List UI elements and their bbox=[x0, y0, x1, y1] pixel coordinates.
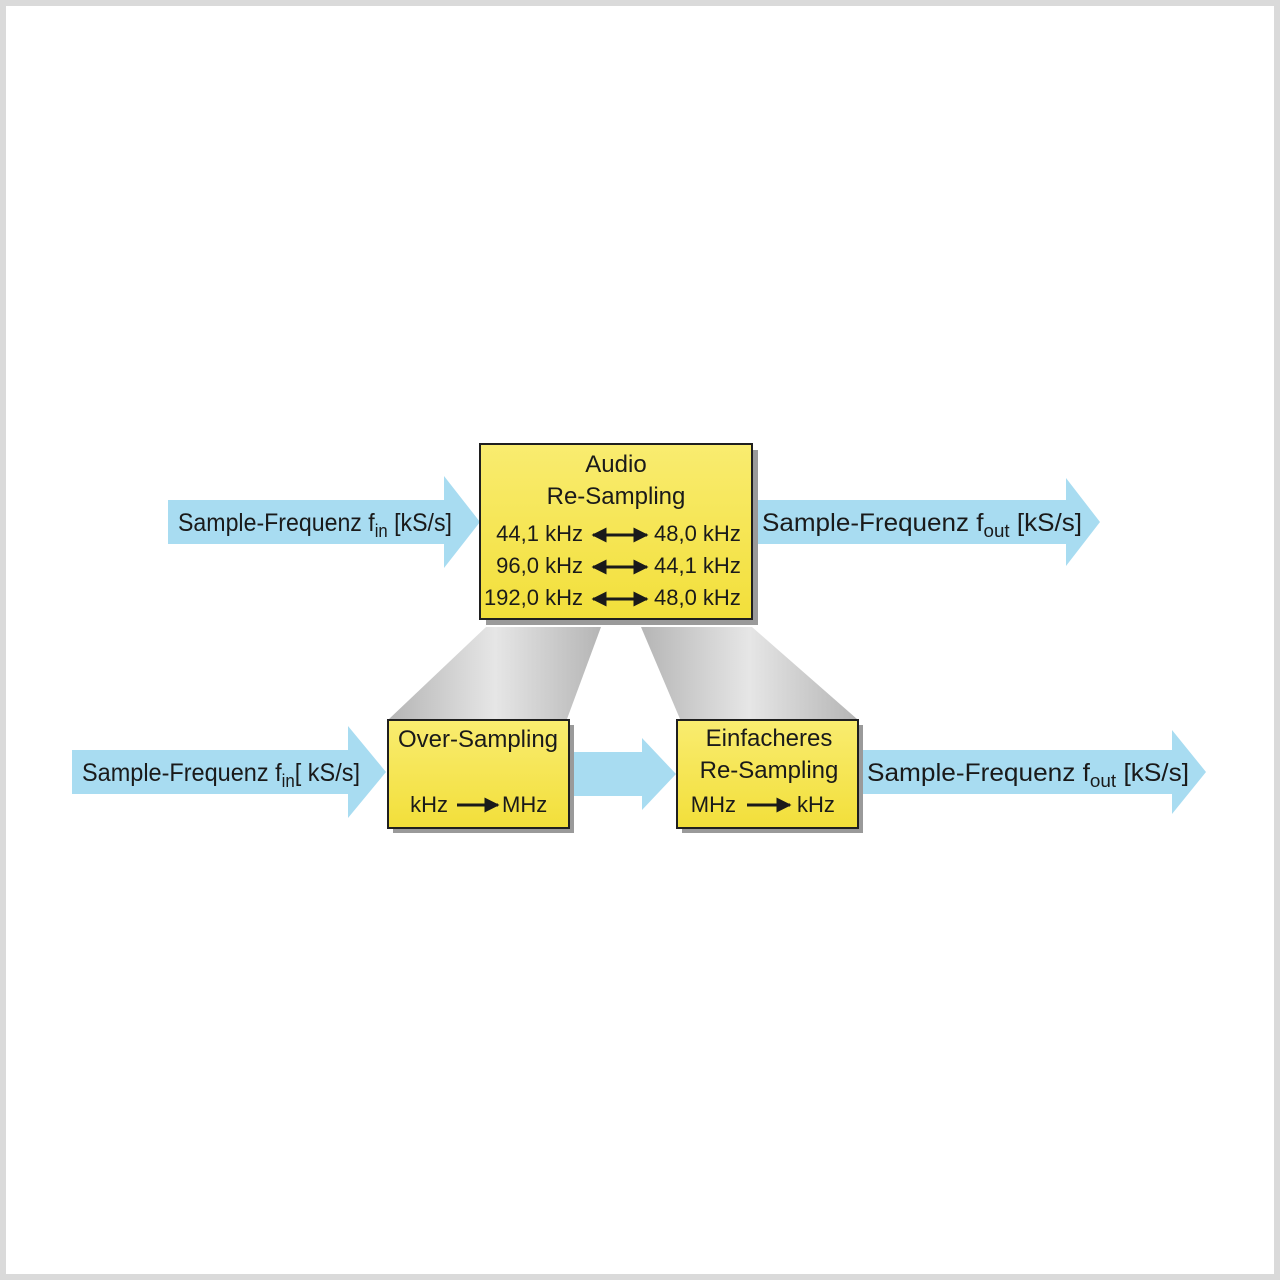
simple-resampling-to: kHz bbox=[797, 792, 835, 817]
over-sampling-from: kHz bbox=[410, 792, 448, 817]
bottom-input-arrow bbox=[72, 726, 386, 818]
over-sampling-to: MHz bbox=[502, 792, 547, 817]
simple-resampling-box bbox=[676, 719, 859, 829]
simple-resampling-title-2: Re-Sampling bbox=[700, 757, 839, 784]
rate-row-1-left: 44,1 kHz bbox=[496, 521, 583, 546]
rate-row-1-right: 48,0 kHz bbox=[654, 521, 741, 546]
bottom-output-arrow bbox=[858, 730, 1206, 814]
simple-resampling-title-1: Einfacheres bbox=[706, 725, 833, 752]
top-input-label: Sample-Frequenz fin [kS/s] bbox=[178, 509, 452, 541]
over-sampling-box bbox=[387, 719, 570, 829]
audio-resampling-title-2: Re-Sampling bbox=[547, 483, 686, 510]
top-output-arrow bbox=[757, 478, 1100, 566]
audio-resampling-title-1: Audio bbox=[585, 451, 646, 478]
over-sampling-title: Over-Sampling bbox=[398, 726, 558, 753]
bottom-input-label: Sample-Frequenz fin[ kS/s] bbox=[82, 759, 360, 791]
top-input-arrow bbox=[168, 476, 480, 568]
rate-row-3-left: 192,0 kHz bbox=[484, 585, 583, 610]
rate-row-3-right: 48,0 kHz bbox=[654, 585, 741, 610]
bottom-middle-arrow bbox=[574, 738, 676, 810]
rate-row-2-left: 96,0 kHz bbox=[496, 553, 583, 578]
simple-resampling-from: MHz bbox=[691, 792, 736, 817]
rate-row-2-right: 44,1 kHz bbox=[654, 553, 741, 578]
funnel-right bbox=[641, 627, 857, 719]
funnel-left bbox=[389, 627, 601, 719]
